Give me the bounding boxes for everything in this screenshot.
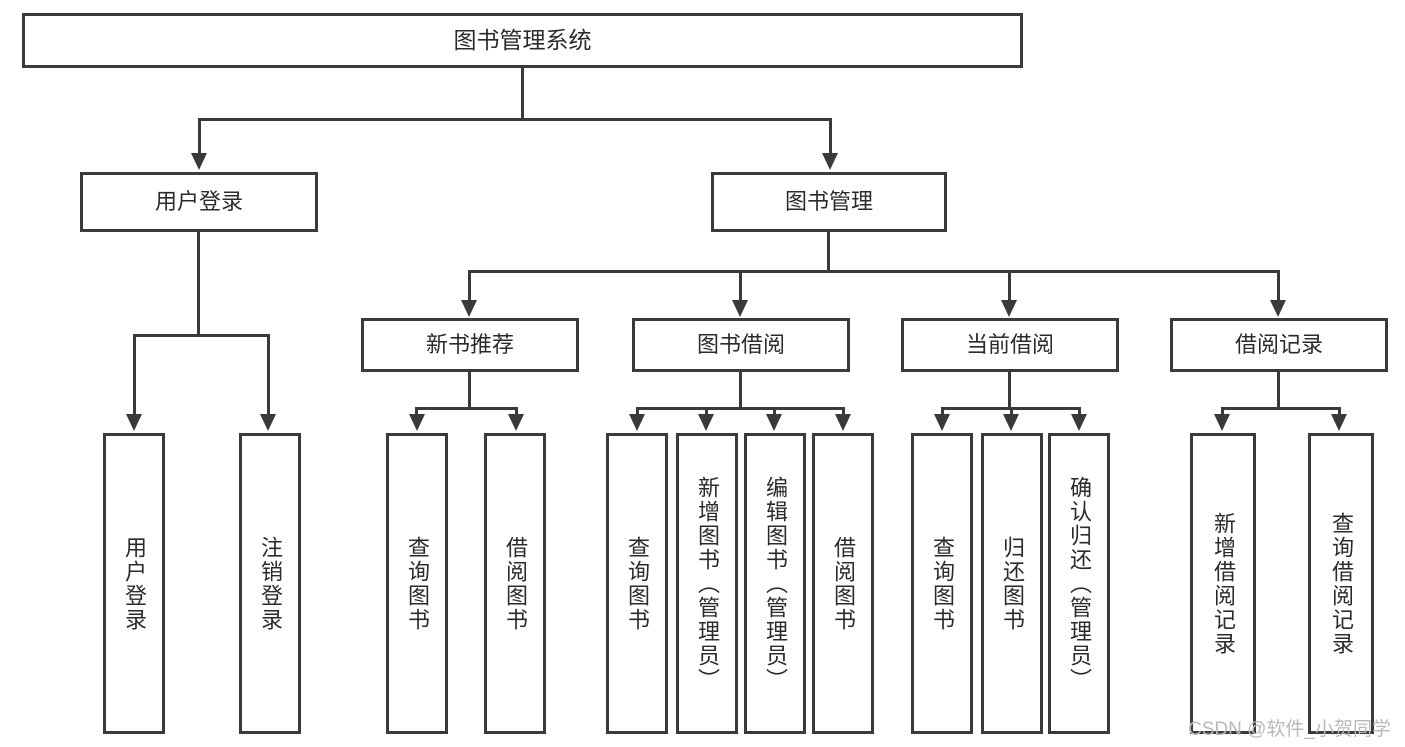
node-root-system[interactable]: 图书管理系统: [22, 13, 1023, 68]
leaf-user-login[interactable]: 用户登录: [103, 433, 165, 734]
leaf-add-borrow-record[interactable]: 新增借阅记录: [1190, 433, 1256, 734]
node-label: 当前借阅: [965, 332, 1054, 358]
connector-new-books-to-query: [415, 407, 418, 416]
node-label: 图书管理: [784, 189, 873, 215]
connector-root-bar: [198, 118, 832, 121]
leaf-query-book-borrow[interactable]: 查询图书: [606, 433, 668, 734]
node-label: 查询图书: [404, 535, 430, 632]
leaf-confirm-return-admin[interactable]: 确认归还（管理员）: [1048, 433, 1110, 734]
connector-book-borrow-to-lend: [842, 407, 845, 416]
arrowhead-book-borrow-to-add: [698, 414, 714, 431]
leaf-query-book-new[interactable]: 查询图书: [386, 433, 448, 734]
connector-book-borrow-to-edit: [773, 407, 776, 416]
leaf-add-book-admin[interactable]: 新增图书（管理员）: [676, 433, 738, 734]
leaf-lend-book[interactable]: 借阅图书: [812, 433, 874, 734]
arrowhead-book-mgmt-to-new-books: [461, 300, 477, 317]
leaf-edit-book-admin[interactable]: 编辑图书（管理员）: [744, 433, 806, 734]
node-label: 查询借阅记录: [1328, 511, 1354, 656]
arrowhead-root-to-book-mgmt: [822, 153, 838, 170]
connector-user-login-stem: [197, 232, 200, 337]
leaf-query-book-current[interactable]: 查询图书: [911, 433, 973, 734]
connector-user-login-to-login: [133, 334, 136, 416]
arrowhead-book-borrow-to-edit: [766, 414, 782, 431]
arrowhead-records-to-query: [1331, 414, 1347, 431]
arrowhead-current-borrow-to-query: [934, 414, 950, 431]
arrowhead-book-mgmt-to-current: [1001, 300, 1017, 317]
arrowhead-new-books-to-query: [409, 414, 425, 431]
node-label: 新增借阅记录: [1210, 511, 1236, 656]
arrowhead-user-login-to-logout: [260, 414, 276, 431]
arrowhead-new-books-to-borrow: [508, 414, 524, 431]
connector-book-mgmt-to-borrow: [739, 270, 742, 302]
node-label: 归还图书: [999, 535, 1025, 632]
arrowhead-user-login-to-login: [126, 414, 142, 431]
connector-root-to-book-mgmt: [829, 118, 832, 155]
node-label: 用户登录: [121, 535, 147, 632]
node-label: 借阅图书: [830, 535, 856, 632]
node-label: 借阅记录: [1234, 332, 1323, 358]
connector-new-books-bar: [415, 407, 518, 410]
connector-book-borrow-stem: [739, 372, 742, 410]
connector-user-login-to-logout: [267, 334, 270, 416]
leaf-user-logout[interactable]: 注销登录: [239, 433, 301, 734]
arrowhead-root-to-user-login: [191, 153, 207, 170]
connector-book-mgmt-to-records: [1277, 270, 1280, 302]
arrowhead-records-to-add: [1214, 414, 1230, 431]
connector-new-books-to-borrow: [515, 407, 518, 416]
leaf-query-borrow-record[interactable]: 查询借阅记录: [1308, 433, 1374, 734]
node-label: 图书管理系统: [453, 26, 592, 53]
connector-new-books-stem: [468, 372, 471, 410]
leaf-return-book[interactable]: 归还图书: [981, 433, 1043, 734]
node-label: 注销登录: [257, 535, 283, 632]
connector-records-to-query: [1338, 407, 1341, 416]
node-label: 新增图书（管理员）: [694, 475, 720, 692]
connector-current-borrow-to-confirm: [1078, 407, 1081, 416]
node-book-management[interactable]: 图书管理: [711, 172, 947, 232]
connector-book-mgmt-bar: [468, 270, 1280, 273]
node-label: 查询图书: [929, 535, 955, 632]
connector-records-to-add: [1221, 407, 1224, 416]
arrowhead-book-borrow-to-query: [629, 414, 645, 431]
node-label: 新书推荐: [425, 332, 514, 358]
node-current-borrow[interactable]: 当前借阅: [901, 318, 1119, 372]
watermark-text: CSDN @软件_小贺同学: [1188, 719, 1391, 740]
connector-book-borrow-bar: [636, 407, 845, 410]
arrowhead-current-borrow-to-confirm: [1071, 414, 1087, 431]
leaf-borrow-book-new[interactable]: 借阅图书: [484, 433, 546, 734]
connector-book-mgmt-stem: [827, 232, 830, 273]
connector-root-stem: [521, 68, 524, 120]
connector-root-to-user-login: [198, 118, 201, 155]
connector-records-bar: [1221, 407, 1341, 410]
node-borrow-records[interactable]: 借阅记录: [1170, 318, 1388, 372]
node-label: 编辑图书（管理员）: [762, 475, 788, 692]
connector-current-borrow-to-query: [941, 407, 944, 416]
connector-book-borrow-to-add: [705, 407, 708, 416]
connector-book-mgmt-to-new-books: [468, 270, 471, 302]
arrowhead-book-mgmt-to-borrow: [732, 300, 748, 317]
node-user-login[interactable]: 用户登录: [80, 172, 318, 232]
node-label: 用户登录: [154, 189, 243, 215]
arrowhead-book-borrow-to-lend: [835, 414, 851, 431]
node-label: 图书借阅: [696, 332, 785, 358]
connector-book-borrow-to-query: [636, 407, 639, 416]
node-label: 借阅图书: [502, 535, 528, 632]
arrowhead-current-borrow-to-return: [1003, 414, 1019, 431]
connector-current-borrow-to-return: [1010, 407, 1013, 416]
node-label: 确认归还（管理员）: [1066, 475, 1092, 692]
connector-book-mgmt-to-current: [1008, 270, 1011, 302]
node-book-borrow[interactable]: 图书借阅: [632, 318, 850, 372]
arrowhead-book-mgmt-to-records: [1270, 300, 1286, 317]
connector-current-borrow-stem: [1008, 372, 1011, 410]
node-new-book-recommend[interactable]: 新书推荐: [361, 318, 579, 372]
connector-user-login-bar: [133, 334, 270, 337]
connector-records-stem: [1277, 372, 1280, 410]
node-label: 查询图书: [624, 535, 650, 632]
